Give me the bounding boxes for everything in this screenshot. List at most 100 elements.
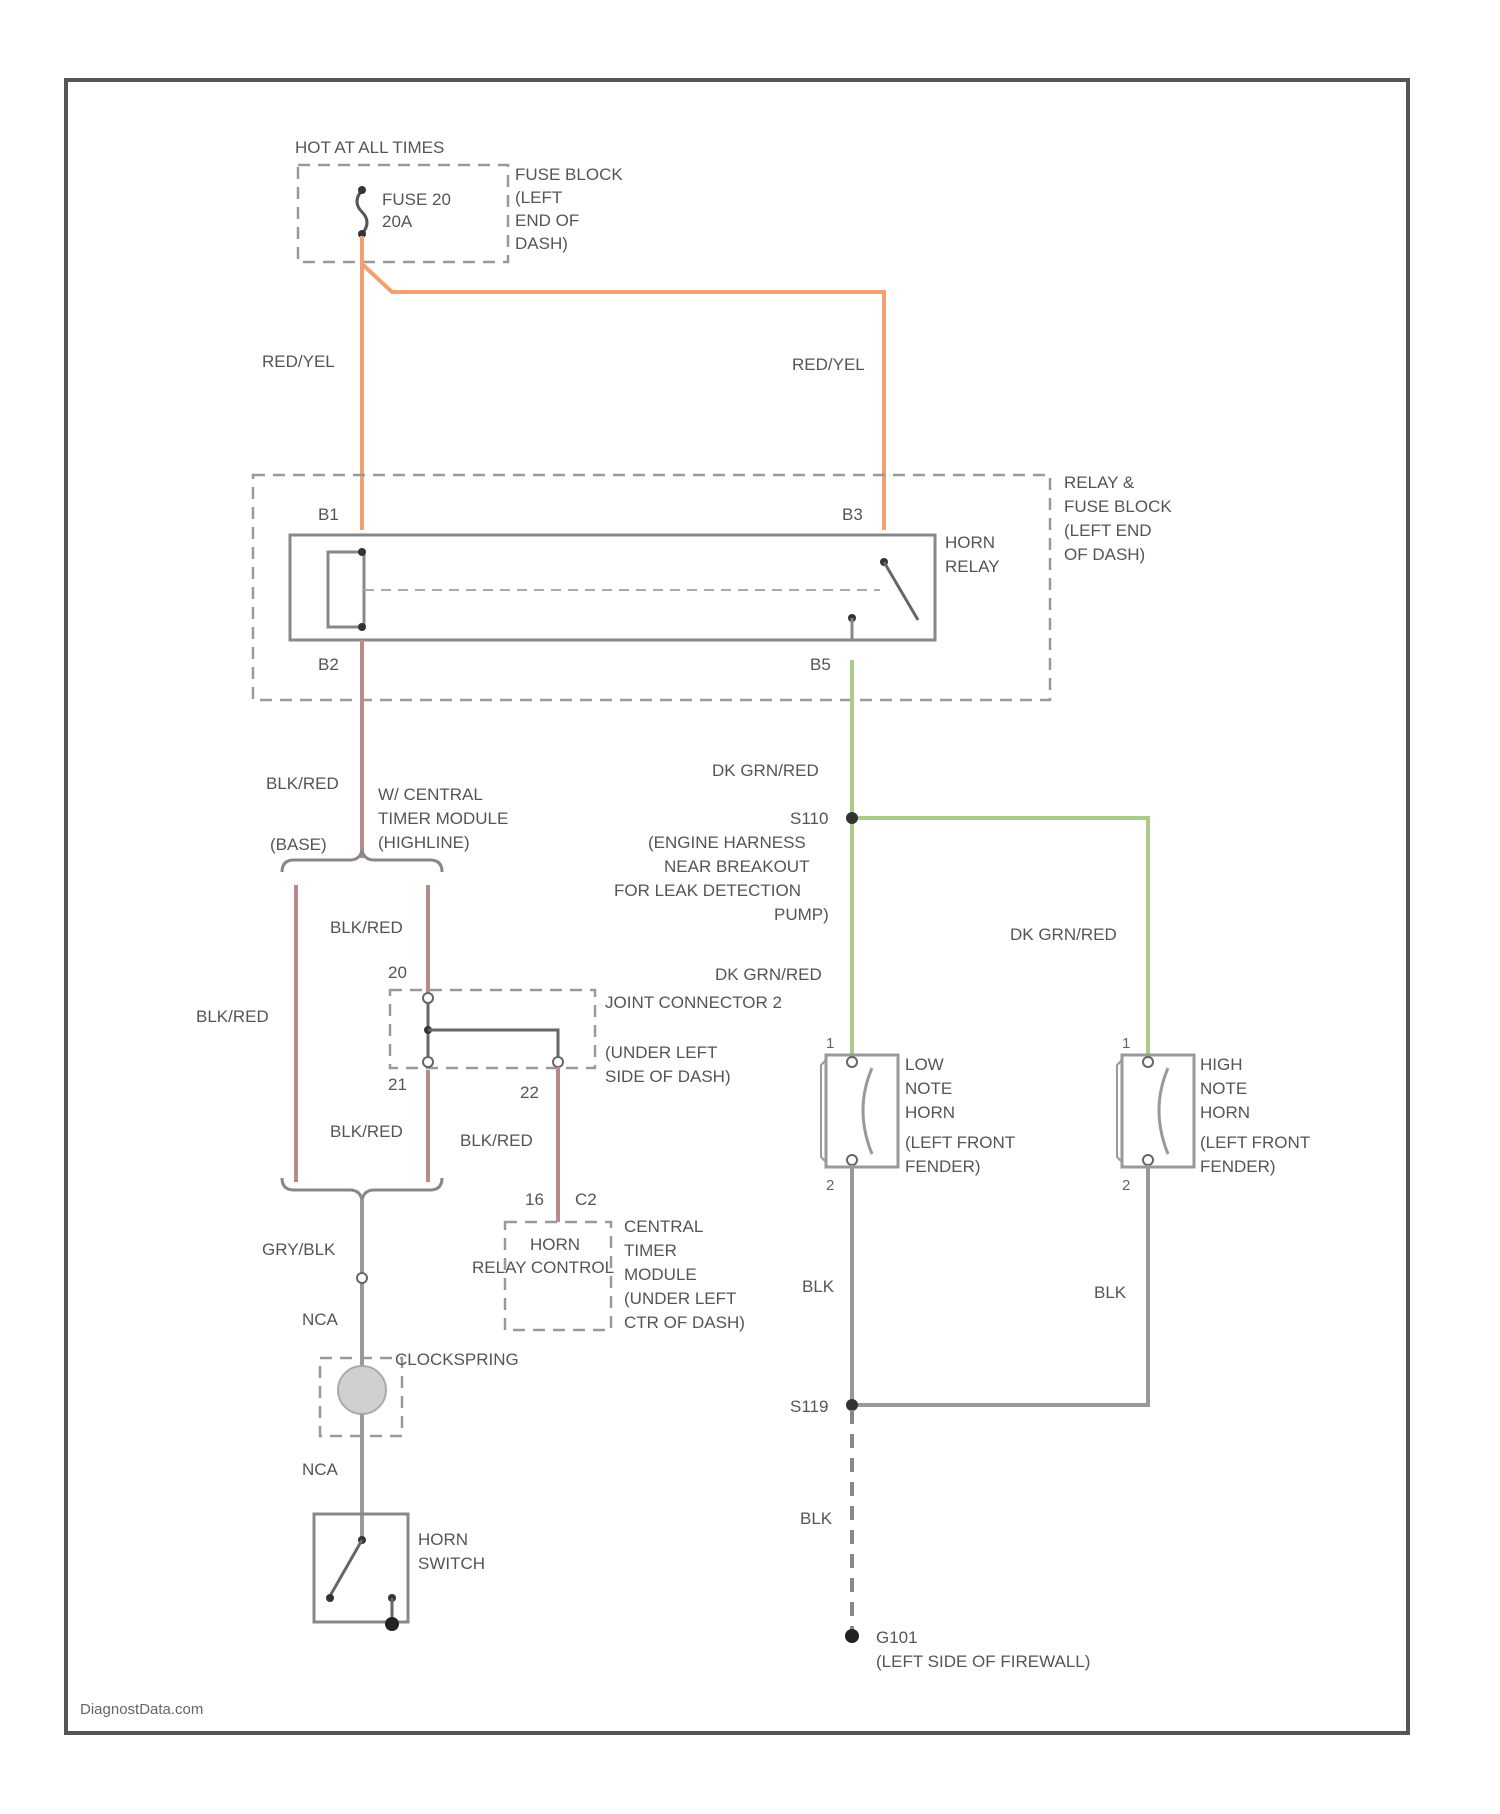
- wire-blk-red-to-ctm-label: BLK/RED: [460, 1131, 533, 1150]
- pin-20-label: 20: [388, 963, 407, 982]
- wire-blk-label-a: BLK: [802, 1277, 835, 1296]
- low-horn-cone: [863, 1068, 872, 1154]
- ground-note-label: (LEFT SIDE OF FIREWALL): [876, 1652, 1090, 1671]
- nca-label-1: NCA: [302, 1310, 339, 1329]
- low-horn-pin-1-label: 1: [826, 1035, 834, 1052]
- fuse-block-label-2: (LEFT: [515, 188, 562, 207]
- base-label: (BASE): [270, 835, 327, 854]
- fuse-rating-label: 20A: [382, 212, 413, 231]
- relay-block-label-3: (LEFT END: [1064, 521, 1152, 540]
- pin-b2-label: B2: [318, 655, 339, 674]
- clockspring-label: CLOCKSPRING: [395, 1350, 519, 1369]
- wire-dk-grn-red-label-a: DK GRN/RED: [712, 761, 819, 780]
- clockspring-pin-top: [357, 1273, 367, 1283]
- joint-connector-label: JOINT CONNECTOR 2: [605, 993, 782, 1012]
- low-horn-label: LOW: [905, 1055, 944, 1074]
- splice-s119-label: S119: [790, 1397, 828, 1416]
- splice-note-4: PUMP): [774, 905, 829, 924]
- ctm-highline-label-3: (HIGHLINE): [378, 833, 470, 852]
- splice-s110-label: S110: [790, 809, 828, 828]
- wire-blk-label-b: BLK: [1094, 1283, 1127, 1302]
- hot-at-all-times-label: HOT AT ALL TIMES: [295, 138, 444, 157]
- pin-c2-label: C2: [575, 1190, 597, 1209]
- pin-22-label: 22: [520, 1083, 539, 1102]
- horn-relay-label-2: RELAY: [945, 557, 1000, 576]
- fuse-symbol: [357, 190, 367, 234]
- horn-relay-label: HORN: [945, 533, 995, 552]
- horn-relay-control-label: HORN: [530, 1235, 580, 1254]
- high-horn-label-3: HORN: [1200, 1103, 1250, 1122]
- relay-switch-arm: [884, 562, 918, 620]
- clockspring-icon: [338, 1366, 386, 1414]
- relay-block-label-4: OF DASH): [1064, 545, 1145, 564]
- wire-blk-red-hl-bottom-label: BLK/RED: [330, 1122, 403, 1141]
- high-horn-pin-2-label: 2: [1122, 1177, 1130, 1194]
- high-horn-pin-2: [1143, 1155, 1153, 1165]
- high-horn-label-2: NOTE: [1200, 1079, 1247, 1098]
- splice-s110-node: [846, 812, 858, 824]
- high-horn-label-4: (LEFT FRONT: [1200, 1133, 1310, 1152]
- wire-red-yel-right: [362, 264, 884, 530]
- high-horn-pin-1: [1143, 1057, 1153, 1067]
- joint-pin-22: [553, 1057, 563, 1067]
- joint-pin-20: [423, 993, 433, 1003]
- ctm-label-3: MODULE: [624, 1265, 697, 1284]
- relay-block-label: RELAY &: [1064, 473, 1135, 492]
- horn-relay-control-label-2: RELAY CONTROL: [472, 1258, 614, 1277]
- fuse-terminal-top: [358, 186, 366, 194]
- high-horn-pin-1-label: 1: [1122, 1035, 1130, 1052]
- wire-blk-red-hl-top-label: BLK/RED: [330, 918, 403, 937]
- joint-bus-branch: [428, 1030, 558, 1057]
- ground-g101-icon: [845, 1629, 859, 1643]
- fuse-name-label: FUSE 20: [382, 190, 451, 209]
- horn-switch-label-2: SWITCH: [418, 1554, 485, 1573]
- joint-connector-label-3: SIDE OF DASH): [605, 1067, 731, 1086]
- ctm-highline-label: W/ CENTRAL: [378, 785, 483, 804]
- option-bracket-bottom: [282, 1178, 442, 1200]
- splice-note-3: FOR LEAK DETECTION: [614, 881, 801, 900]
- ctm-label-4: (UNDER LEFT: [624, 1289, 736, 1308]
- low-horn-label-4: (LEFT FRONT: [905, 1133, 1015, 1152]
- high-horn-label: HIGH: [1200, 1055, 1243, 1074]
- horn-relay-box: [290, 535, 935, 640]
- splice-note-2: NEAR BREAKOUT: [664, 857, 809, 876]
- wire-dk-grn-red-label-c: DK GRN/RED: [1010, 925, 1117, 944]
- horn-switch-ground-icon: [385, 1617, 399, 1631]
- pin-b5-label: B5: [810, 655, 831, 674]
- horn-switch-arm: [330, 1540, 362, 1596]
- ctm-label-5: CTR OF DASH): [624, 1313, 745, 1332]
- high-horn-cone: [1159, 1068, 1168, 1154]
- nca-label-2: NCA: [302, 1460, 339, 1479]
- ctm-label: CENTRAL: [624, 1217, 703, 1236]
- splice-s119-node: [846, 1399, 858, 1411]
- low-horn-pin-2-label: 2: [826, 1177, 834, 1194]
- ctm-highline-label-2: TIMER MODULE: [378, 809, 508, 828]
- relay-coil: [328, 552, 364, 627]
- pin-b3-label: B3: [842, 505, 863, 524]
- wire-dk-grn-red-label-b: DK GRN/RED: [715, 965, 822, 984]
- diagram-frame: [66, 80, 1408, 1733]
- fuse-block-label: FUSE BLOCK: [515, 165, 623, 184]
- wire-blk-red-top-label: BLK/RED: [266, 774, 339, 793]
- low-horn-label-5: FENDER): [905, 1157, 981, 1176]
- wire-red-yel-left-label: RED/YEL: [262, 352, 335, 371]
- relay-block-label-2: FUSE BLOCK: [1064, 497, 1172, 516]
- pin-b1-label: B1: [318, 505, 339, 524]
- watermark: DiagnostData.com: [80, 1701, 203, 1718]
- splice-note-1: (ENGINE HARNESS: [648, 833, 806, 852]
- low-horn-pin-1: [847, 1057, 857, 1067]
- fuse-block-label-4: DASH): [515, 234, 568, 253]
- ctm-label-2: TIMER: [624, 1241, 677, 1260]
- low-horn-label-3: HORN: [905, 1103, 955, 1122]
- ground-g101-label: G101: [876, 1628, 918, 1647]
- wire-red-yel-right-label: RED/YEL: [792, 355, 865, 374]
- fuse-block-label-3: END OF: [515, 211, 579, 230]
- pin-16-label: 16: [525, 1190, 544, 1209]
- high-horn-label-5: FENDER): [1200, 1157, 1276, 1176]
- wire-gry-blk-label: GRY/BLK: [262, 1240, 336, 1259]
- coil-terminal-top: [358, 548, 366, 556]
- pin-21-label: 21: [388, 1075, 407, 1094]
- wire-blk-label-c: BLK: [800, 1509, 833, 1528]
- wire-blk-red-base-label: BLK/RED: [196, 1007, 269, 1026]
